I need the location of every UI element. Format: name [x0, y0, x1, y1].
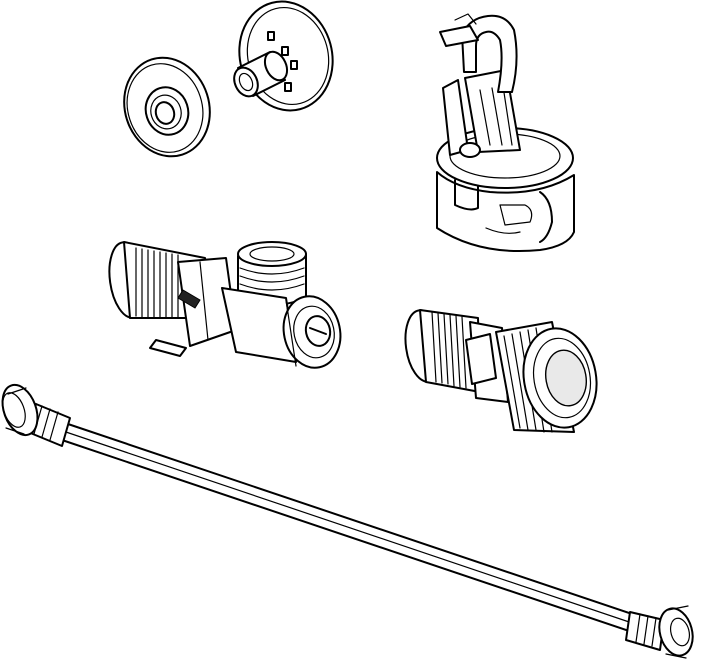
connection-hose — [1, 383, 694, 659]
mounting-clip — [436, 13, 575, 253]
rosette-disc-rear — [233, 0, 334, 112]
rosette-disc-front — [123, 56, 211, 158]
threaded-connector — [404, 309, 598, 433]
angle-valve — [108, 241, 342, 369]
